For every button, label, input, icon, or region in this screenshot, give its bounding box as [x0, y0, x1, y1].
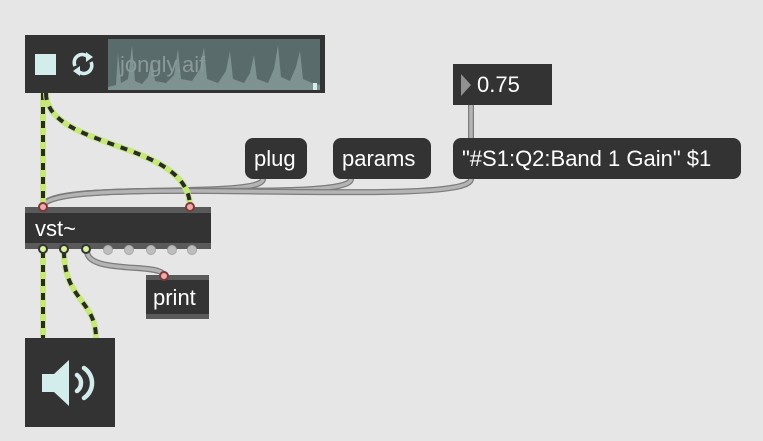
- loop-arrows-icon[interactable]: [69, 50, 97, 78]
- print-object[interactable]: print: [146, 275, 209, 319]
- print-inlet[interactable]: [159, 271, 169, 281]
- signal-cord-playlist-right[interactable]: [43, 92, 193, 208]
- vst-inlet-left[interactable]: [38, 202, 48, 212]
- number-box[interactable]: 0.75: [453, 64, 552, 105]
- vst-outlet-8[interactable]: [187, 245, 197, 255]
- stop-square-icon[interactable]: [35, 54, 56, 75]
- vst-top-bar: [25, 207, 211, 213]
- vst-inlet-right[interactable]: [185, 202, 195, 212]
- signal-cord-vst-to-dac-right[interactable]: [61, 250, 99, 339]
- waveform-graphic: [108, 45, 320, 90]
- waveform-display[interactable]: jongly.aif: [108, 39, 320, 90]
- audio-output-dac[interactable]: [25, 338, 115, 427]
- vst-object[interactable]: vst~: [25, 207, 211, 249]
- vst-bottom-bar: [25, 243, 211, 249]
- param-set-message[interactable]: "#S1:Q2:Band 1 Gain" $1: [453, 138, 741, 179]
- print-label: print: [153, 285, 196, 310]
- plug-message[interactable]: plug: [245, 138, 307, 179]
- vst-outlet-signal-1[interactable]: [38, 244, 48, 254]
- params-message[interactable]: params: [333, 138, 431, 179]
- cord-param-msg-to-vst[interactable]: [40, 176, 474, 210]
- number-box-value[interactable]: 0.75: [477, 72, 520, 97]
- vst-outlet-6[interactable]: [146, 245, 156, 255]
- speaker-icon: [42, 360, 95, 406]
- playlist-object[interactable]: jongly.aif: [25, 35, 325, 93]
- vst-outlet-4[interactable]: [103, 245, 113, 255]
- print-bottom-bar: [146, 314, 209, 319]
- vst-outlet-7[interactable]: [167, 245, 177, 255]
- playlist-filename: jongly.aif: [120, 52, 206, 77]
- print-top-bar: [146, 275, 209, 280]
- vst-outlet-signal-2[interactable]: [59, 244, 69, 254]
- vst-label: vst~: [35, 216, 76, 241]
- vst-outlet-info[interactable]: [81, 244, 91, 254]
- cord-plug-to-vst[interactable]: [40, 176, 266, 210]
- vst-outlet-5[interactable]: [124, 245, 134, 255]
- cord-params-to-vst[interactable]: [40, 176, 354, 210]
- number-box-triangle-icon: [461, 74, 471, 96]
